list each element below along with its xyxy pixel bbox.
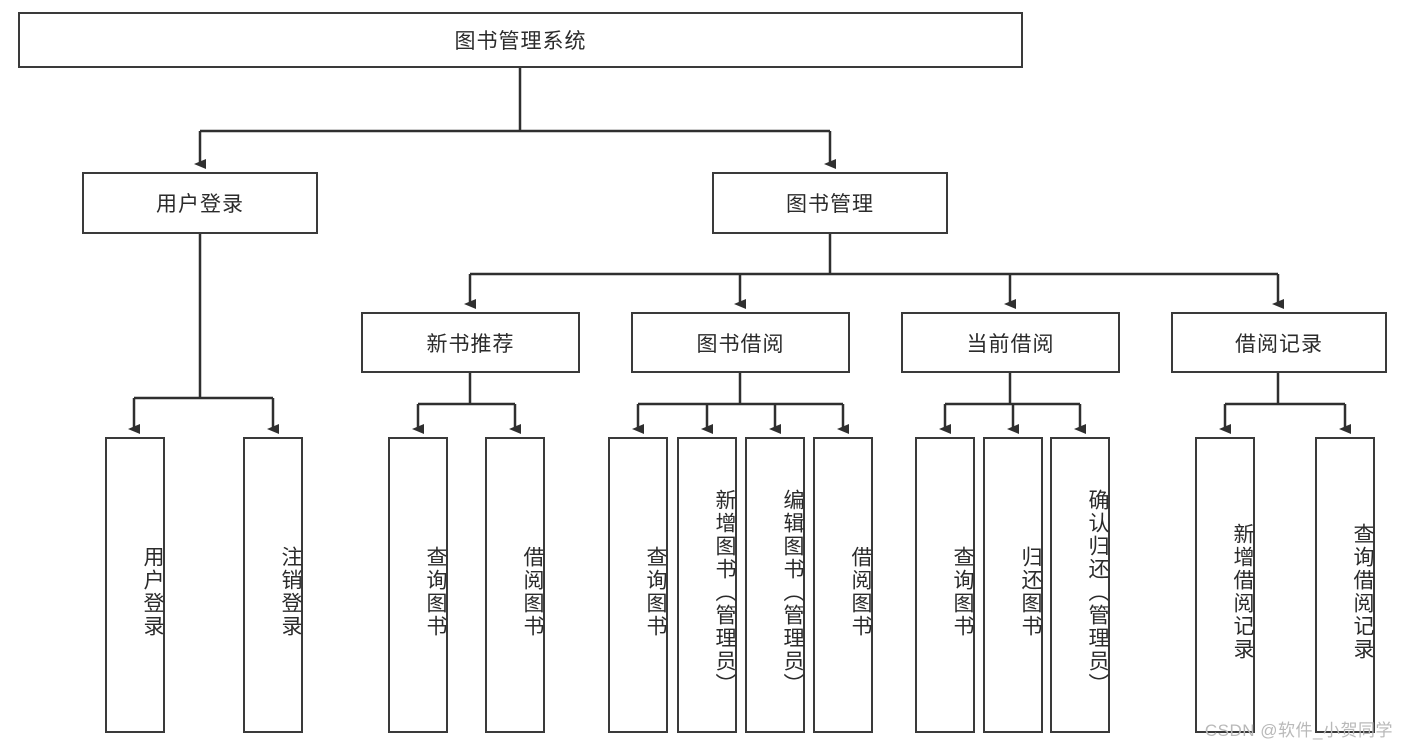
node-label: 编辑图书（管理员） xyxy=(781,488,804,696)
node-label: 图书管理系统 xyxy=(454,30,587,53)
node-label: 图书管理 xyxy=(786,193,874,216)
leaf-query-borrow-record[interactable]: 查询借阅记录 xyxy=(1315,437,1375,733)
node-label: 查询图书 xyxy=(951,546,974,638)
leaf-borrow-book[interactable]: 借阅图书 xyxy=(813,437,873,733)
node-label: 图书借阅 xyxy=(696,332,785,356)
node-book-borrow[interactable]: 图书借阅 xyxy=(631,312,850,373)
node-label: 新增图书（管理员） xyxy=(713,488,736,696)
node-current-borrow[interactable]: 当前借阅 xyxy=(901,312,1120,373)
leaf-add-borrow-record[interactable]: 新增借阅记录 xyxy=(1195,437,1255,733)
leaf-borrow-book-recommend[interactable]: 借阅图书 xyxy=(485,437,545,733)
node-new-book-recommend[interactable]: 新书推荐 xyxy=(361,312,580,373)
node-label: 查询图书 xyxy=(424,546,447,638)
leaf-query-book-recommend[interactable]: 查询图书 xyxy=(388,437,448,733)
node-label: 用户登录 xyxy=(156,193,244,216)
node-label: 借阅记录 xyxy=(1235,332,1323,356)
leaf-query-book-current[interactable]: 查询图书 xyxy=(915,437,975,733)
node-label: 当前借阅 xyxy=(966,332,1055,356)
leaf-user-login[interactable]: 用户登录 xyxy=(105,437,165,733)
node-label: 借阅图书 xyxy=(849,546,872,638)
node-label: 查询借阅记录 xyxy=(1351,523,1374,661)
leaf-add-book-admin[interactable]: 新增图书（管理员） xyxy=(677,437,737,733)
node-borrow-record[interactable]: 借阅记录 xyxy=(1171,312,1387,373)
node-label: 新增借阅记录 xyxy=(1231,523,1254,661)
node-book-management[interactable]: 图书管理 xyxy=(712,172,948,234)
node-label: 借阅图书 xyxy=(521,546,544,638)
leaf-edit-book-admin[interactable]: 编辑图书（管理员） xyxy=(745,437,805,733)
node-label: 新书推荐 xyxy=(426,332,515,356)
node-root-book-management-system[interactable]: 图书管理系统 xyxy=(18,12,1023,68)
node-label: 归还图书 xyxy=(1019,546,1042,638)
watermark-text: CSDN @软件_小贺同学 xyxy=(1204,721,1393,740)
node-label: 用户登录 xyxy=(141,546,164,638)
node-label: 注销登录 xyxy=(279,546,302,638)
node-label: 确认归还（管理员） xyxy=(1086,488,1109,696)
leaf-query-book-borrow[interactable]: 查询图书 xyxy=(608,437,668,733)
node-user-login[interactable]: 用户登录 xyxy=(82,172,318,234)
leaf-logout-login[interactable]: 注销登录 xyxy=(243,437,303,733)
leaf-return-book[interactable]: 归还图书 xyxy=(983,437,1043,733)
node-label: 查询图书 xyxy=(644,546,667,638)
leaf-confirm-return-admin[interactable]: 确认归还（管理员） xyxy=(1050,437,1110,733)
